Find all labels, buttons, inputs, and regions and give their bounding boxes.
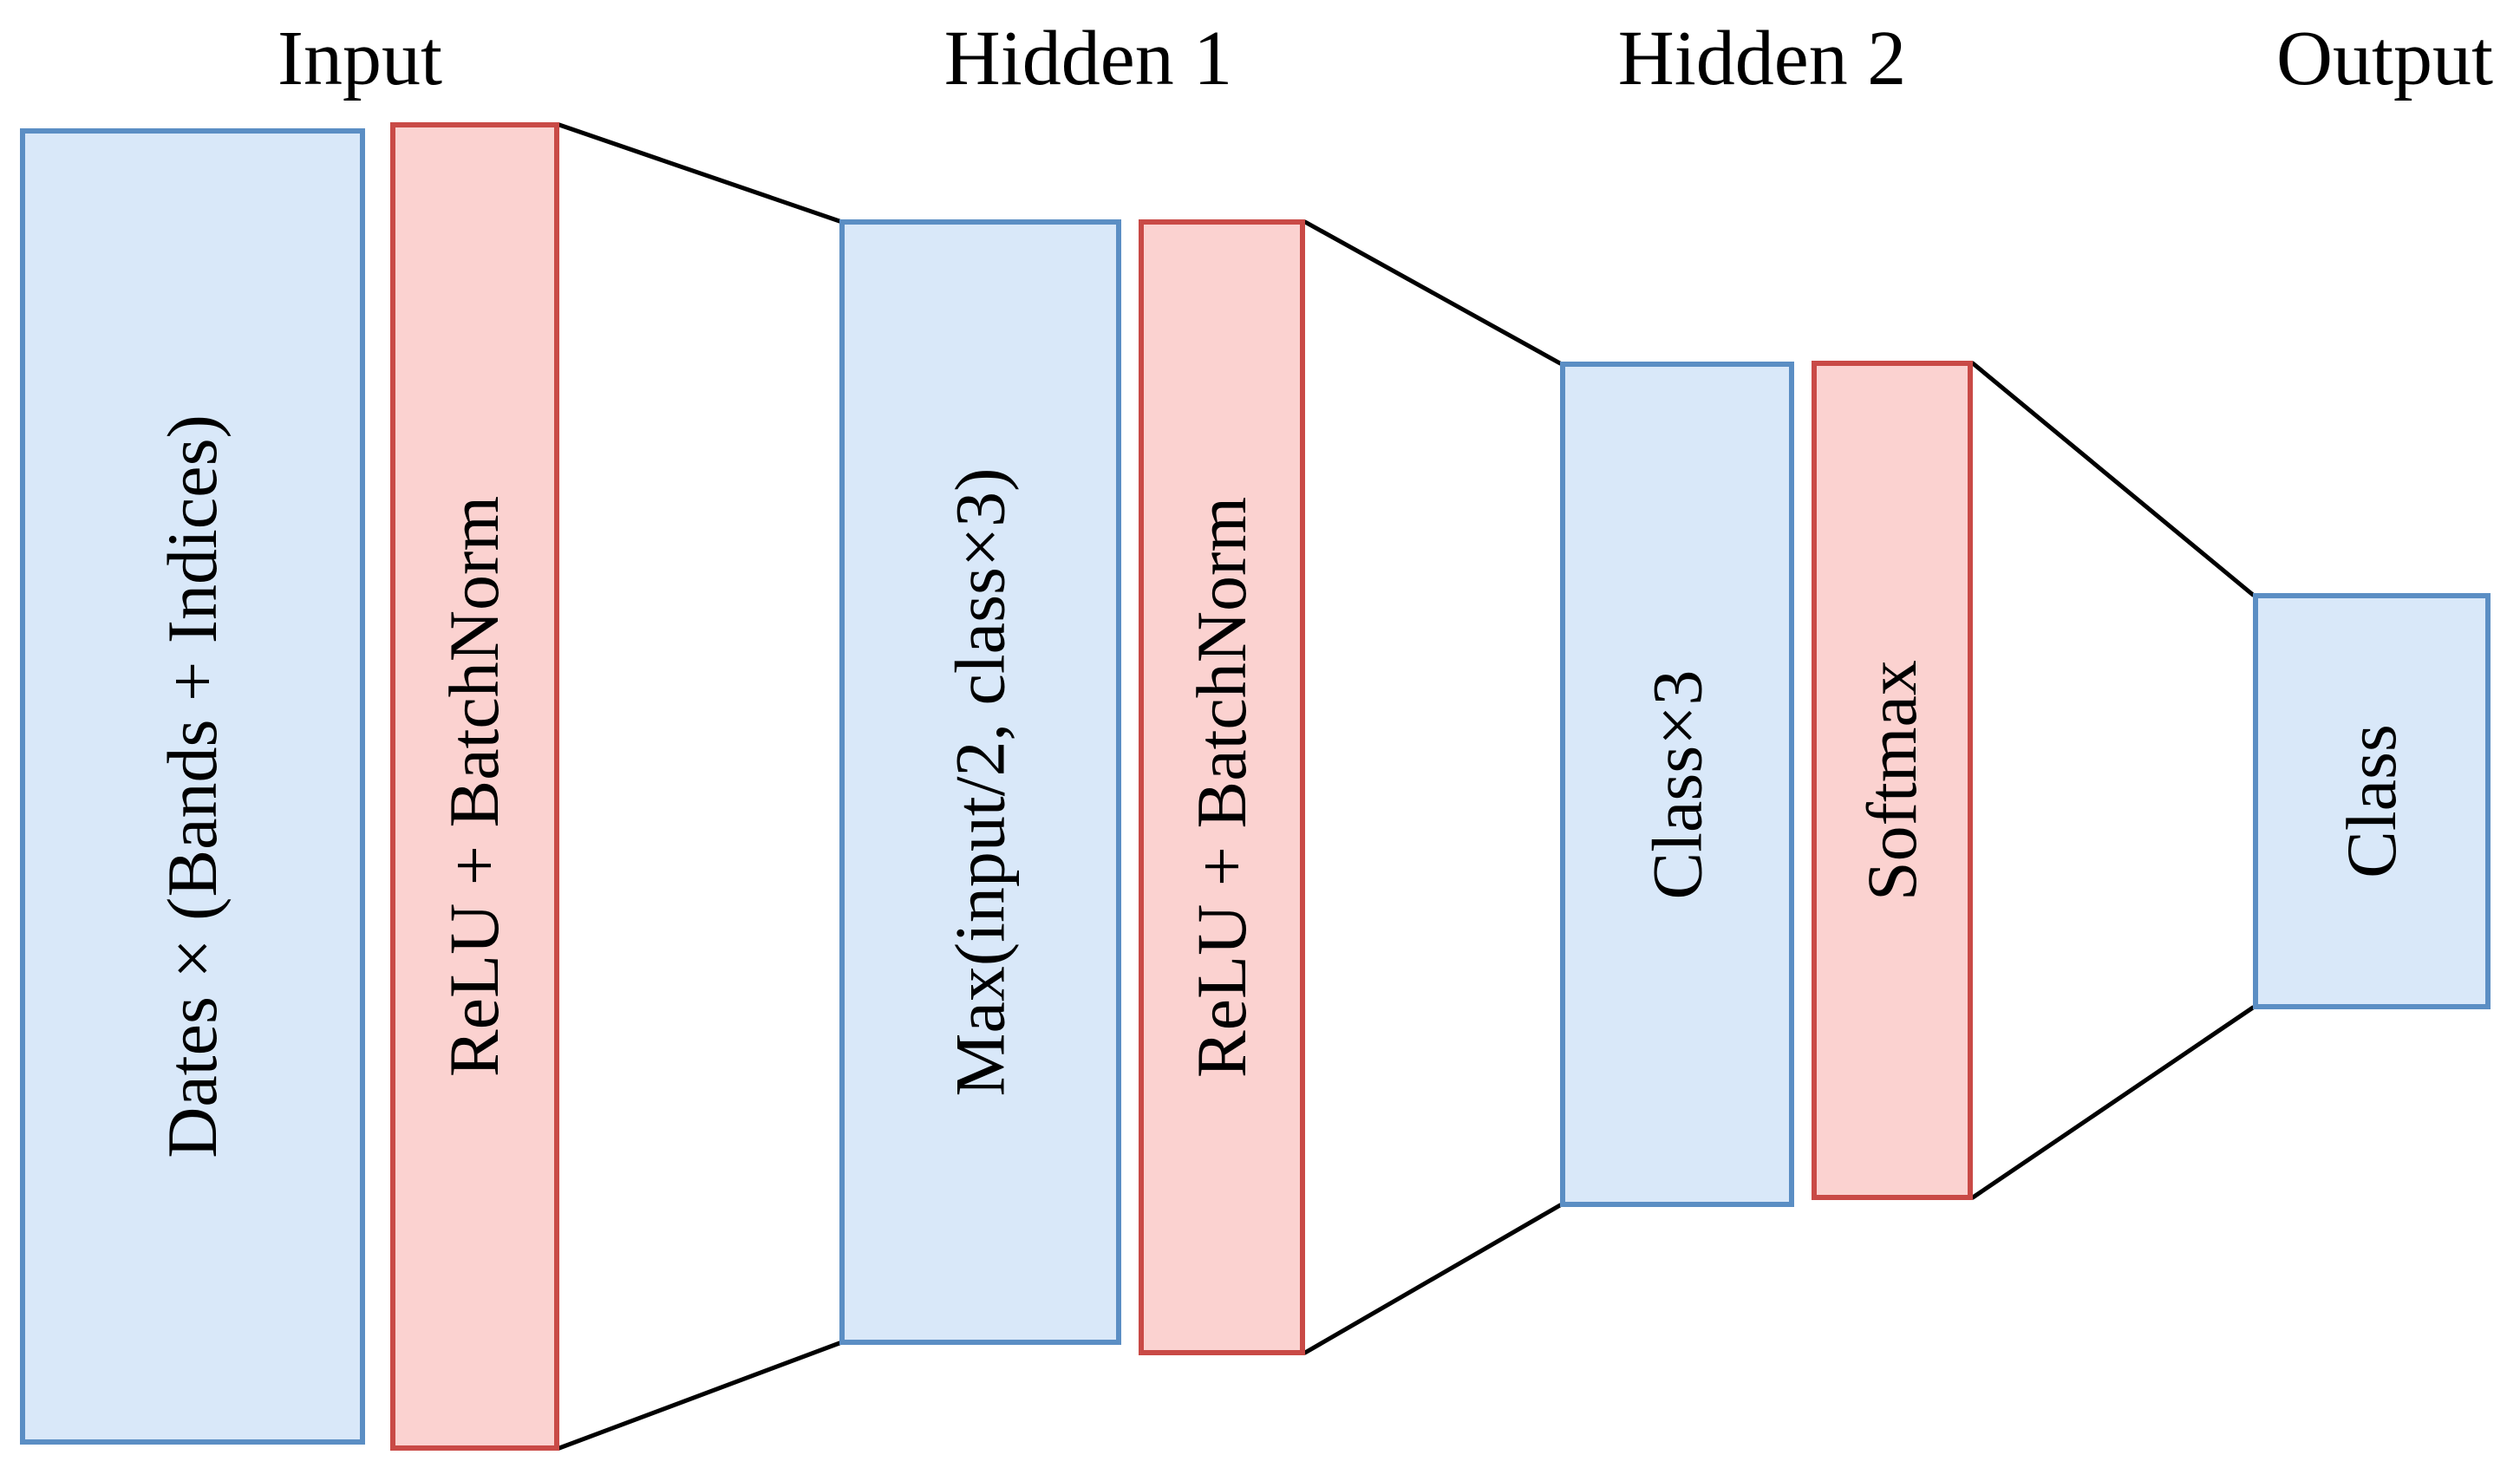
input-layer-label: Dates × (Bands + Indices) [153, 414, 232, 1158]
input-layer-box: Dates × (Bands + Indices) [20, 128, 365, 1445]
input-activation-box: ReLU + BatchNorm [390, 122, 559, 1451]
hidden2-layer-box: Class×3 [1560, 362, 1794, 1207]
hidden2-activation-box: Softmax [1812, 361, 1973, 1200]
connector-input-hidden1-top [557, 122, 842, 224]
connector-hidden1-hidden2-top [1302, 219, 1563, 366]
connector-hidden1-hidden2-bottom [1302, 1203, 1563, 1355]
input-activation-label: ReLU + BatchNorm [434, 495, 514, 1078]
hidden1-activation-label: ReLU + BatchNorm [1182, 496, 1261, 1079]
hidden1-activation-box: ReLU + BatchNorm [1139, 219, 1305, 1355]
connector-hidden2-output-top [1970, 361, 2256, 597]
column-label-hidden1: Hidden 1 [943, 16, 1233, 101]
connector-input-hidden1-bottom [557, 1341, 842, 1451]
column-label-input: Input [277, 16, 442, 101]
column-label-hidden2: Hidden 2 [1617, 16, 1907, 101]
output-layer-box: Class [2253, 593, 2491, 1009]
column-label-output: Output [2275, 16, 2493, 101]
connector-hidden2-output-bottom [1970, 1005, 2256, 1200]
hidden1-layer-box: Max(input/2, class×3) [839, 219, 1121, 1345]
hidden2-activation-label: Softmax [1852, 660, 1931, 901]
output-layer-label: Class [2331, 724, 2411, 878]
hidden1-layer-label: Max(input/2, class×3) [940, 467, 1020, 1097]
hidden2-layer-label: Class×3 [1637, 669, 1717, 899]
